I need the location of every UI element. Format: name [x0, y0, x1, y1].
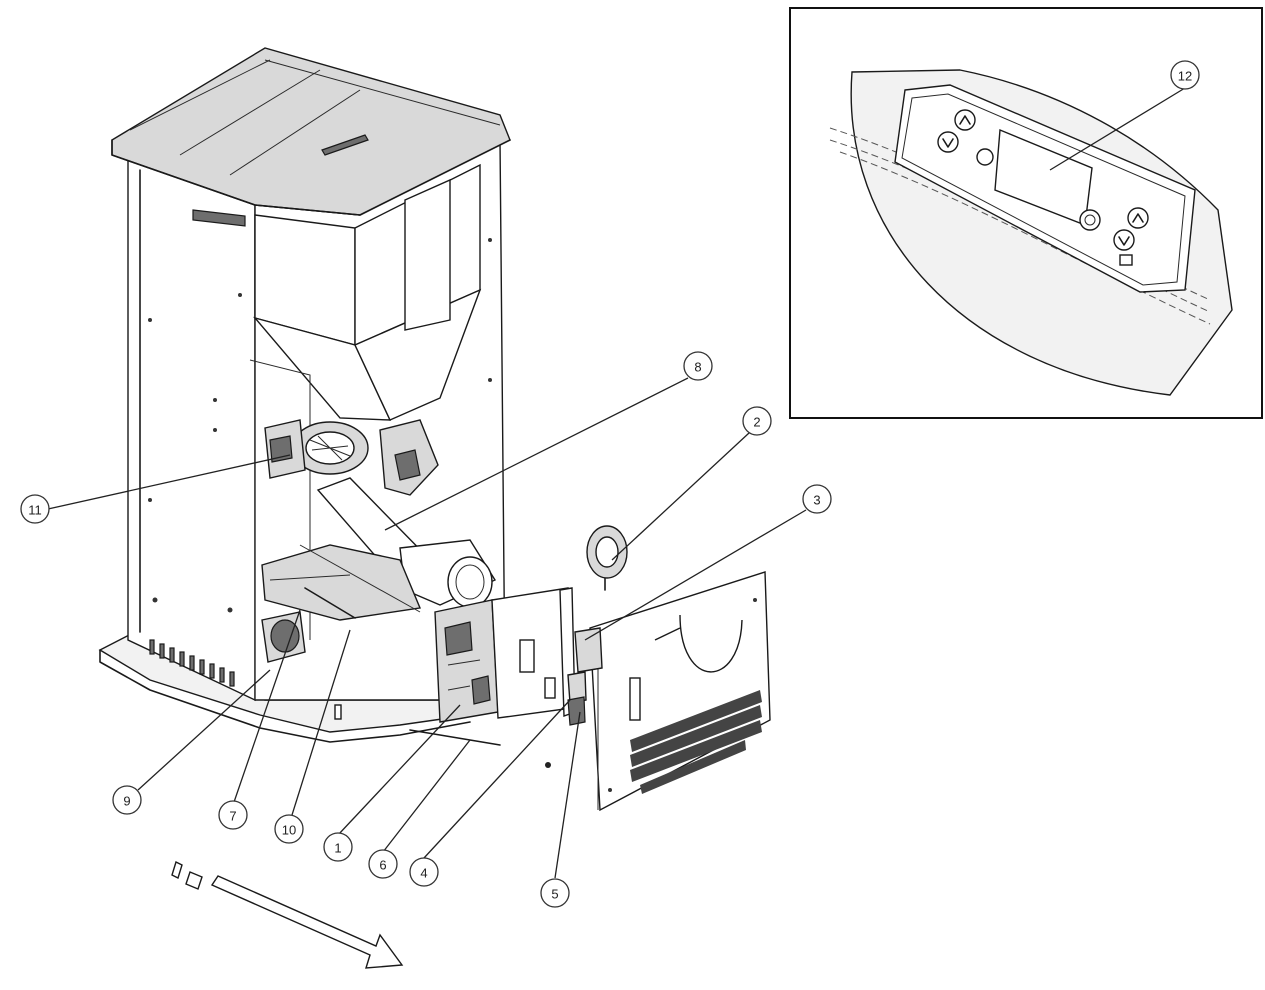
rear-panel — [574, 571, 771, 812]
callout-9: 9 — [112, 785, 142, 815]
up-button-icon — [954, 109, 976, 131]
callout-5: 5 — [540, 878, 570, 908]
board-bracket — [491, 587, 576, 719]
callout-4-label: 4 — [420, 866, 427, 881]
down-button-icon — [937, 131, 959, 153]
leader-lines — [47, 87, 1186, 879]
callout-8-label: 8 — [694, 360, 701, 375]
callout-1-label: 1 — [334, 841, 341, 856]
callout-3-label: 3 — [813, 493, 820, 508]
down-button-right-icon — [1113, 229, 1135, 251]
power-switch — [567, 671, 587, 704]
power-button-icon — [1079, 209, 1101, 231]
callout-5-label: 5 — [551, 887, 558, 902]
callout-1: 1 — [323, 832, 353, 862]
up-button-right-icon — [1127, 207, 1149, 229]
callout-7: 7 — [218, 800, 248, 830]
pressure-switch — [586, 525, 628, 591]
callout-10-label: 10 — [282, 823, 296, 838]
callout-6-label: 6 — [379, 858, 386, 873]
callout-2: 2 — [742, 406, 772, 436]
callout-3: 3 — [802, 484, 832, 514]
callout-8: 8 — [683, 351, 713, 381]
callout-7-label: 7 — [229, 809, 236, 824]
power-socket — [567, 696, 586, 726]
control-panel-detail-inset — [789, 7, 1263, 419]
control-board — [434, 599, 499, 723]
orientation-arrow — [171, 861, 404, 969]
rear-vent-grille — [630, 690, 762, 794]
callout-11-label: 11 — [28, 503, 42, 518]
callout-9-label: 9 — [123, 794, 130, 809]
callout-2-label: 2 — [753, 415, 760, 430]
callout-4: 4 — [409, 857, 439, 887]
stove-body — [98, 47, 511, 743]
side-vents — [149, 639, 235, 687]
callout-11: 11 — [20, 494, 50, 524]
callout-6: 6 — [368, 849, 398, 879]
callout-10: 10 — [274, 814, 304, 844]
menu-button-icon — [976, 148, 994, 166]
callout-12: 12 — [1170, 60, 1200, 90]
temperature-probe — [409, 729, 501, 746]
callout-12-label: 12 — [1178, 69, 1192, 84]
